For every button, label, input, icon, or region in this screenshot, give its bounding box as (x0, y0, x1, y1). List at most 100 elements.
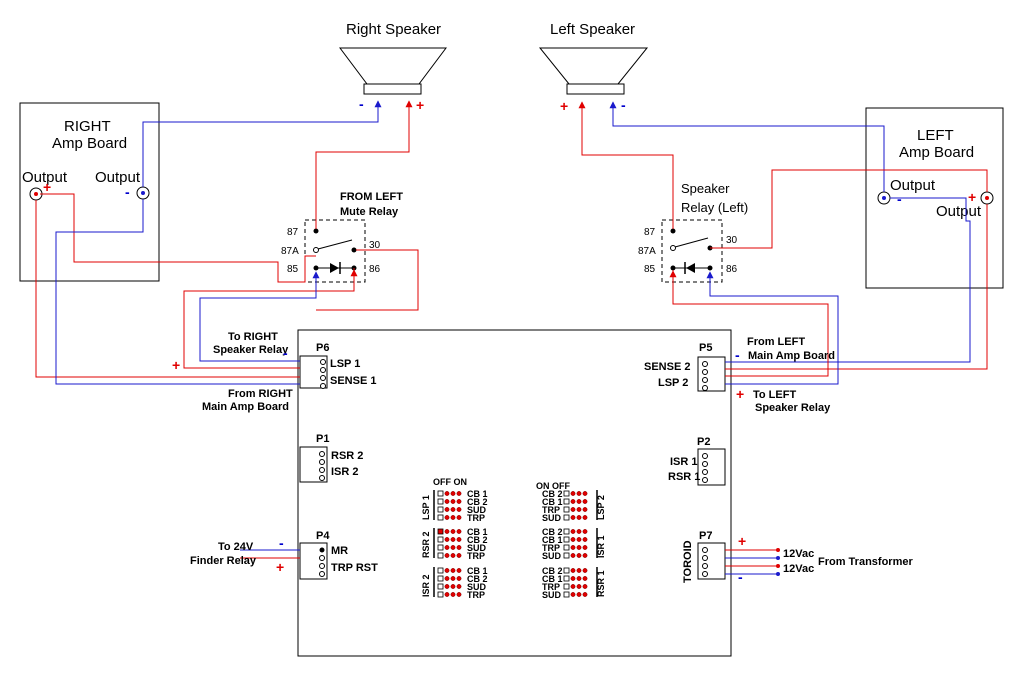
switch-toggle[interactable] (437, 544, 444, 551)
switch-item-label: TRP (542, 582, 560, 592)
switch-toggle[interactable] (437, 528, 444, 535)
right-amp-plus-sign: + (43, 179, 51, 195)
left-amp-minus-sign: - (897, 191, 902, 207)
p6-plus-sign: + (172, 357, 180, 373)
speaker-relay-left: Speaker Relay (Left) 87 87A 85 30 86 (638, 181, 748, 283)
switch-toggle[interactable] (563, 506, 570, 513)
switch-toggle[interactable] (437, 575, 444, 582)
p4-label: P4 (316, 530, 330, 542)
switch-item-label: TRP (542, 543, 560, 553)
left-speaker-plus: + (560, 98, 568, 114)
switch-item-label: CB 1 (467, 566, 488, 576)
connector-p6: P6 LSP 1 SENSE 1 (299, 342, 376, 389)
switch-item-label: CB 1 (542, 497, 563, 507)
p5-minus-sign: - (735, 347, 740, 363)
switch-toggle[interactable] (563, 528, 570, 535)
switch-toggle[interactable] (563, 583, 570, 590)
connector-p5: P5 SENSE 2 LSP 2 (644, 342, 726, 392)
switch-toggle[interactable] (437, 514, 444, 521)
off-on-header: OFF ON (433, 477, 467, 487)
p1-label: P1 (316, 433, 329, 445)
switch-toggle[interactable] (563, 514, 570, 521)
switch-toggle[interactable] (563, 544, 570, 551)
p5-pin-lsp2: LSP 2 (658, 377, 688, 389)
mute-relay-pin-87a: 87A (281, 246, 299, 257)
switch-item-label: CB 2 (467, 535, 488, 545)
mute-relay-pin-86: 86 (369, 264, 381, 275)
switch-toggle[interactable] (437, 552, 444, 559)
left-amp-title-1: LEFT (917, 127, 954, 144)
p5-plus-sign: + (736, 386, 744, 402)
p2-pin-isr1: ISR 1 (670, 456, 698, 468)
switch-toggle[interactable] (563, 490, 570, 497)
switch-toggle[interactable] (563, 498, 570, 505)
switch-toggle[interactable] (563, 536, 570, 543)
switch-toggle[interactable] (437, 567, 444, 574)
to-right-relay-1: To RIGHT (228, 331, 278, 343)
speaker-relay-pin-87: 87 (644, 227, 656, 238)
p4-pin-trp-rst: TRP RST (331, 562, 378, 574)
switch-toggle[interactable] (437, 591, 444, 598)
switch-item-label: CB 2 (542, 489, 563, 499)
switch-item-label: TRP (467, 551, 485, 561)
switch-item-label: CB 2 (467, 497, 488, 507)
switch-bank-name: RSR 2 (421, 531, 431, 558)
connector-p2: P2 ISR 1 RSR 1 (668, 436, 726, 486)
switch-toggle[interactable] (437, 583, 444, 590)
mute-relay-pin-85: 85 (287, 264, 299, 275)
switch-item-label: CB 2 (542, 566, 563, 576)
switch-item-label: TRP (467, 590, 485, 600)
switch-item-label: SUD (467, 582, 487, 592)
speaker-relay-label-1: Speaker (681, 181, 730, 196)
switch-toggle[interactable] (437, 498, 444, 505)
on-off-header: ON OFF (536, 481, 570, 491)
left-speaker: Left Speaker + - (538, 21, 649, 114)
mute-relay: FROM LEFT Mute Relay 87 87A 85 30 86 (281, 191, 403, 283)
left-amp-output-minus-label: Output (890, 177, 936, 194)
right-amp-board: RIGHT Amp Board Output Output + - (19, 102, 160, 282)
vac-2: 12Vac (783, 563, 814, 575)
left-speaker-minus: - (621, 97, 626, 113)
to-left-relay-1: To LEFT (753, 389, 796, 401)
speaker-relay-label-2: Relay (Left) (681, 200, 748, 215)
p6-pin-sense1: SENSE 1 (330, 375, 376, 387)
switch-bank-name: ISR 1 (596, 535, 606, 558)
switch-toggle[interactable] (437, 506, 444, 513)
switch-toggle[interactable] (563, 575, 570, 582)
right-amp-output-minus-label: Output (95, 169, 141, 186)
switch-item-label: TRP (467, 513, 485, 523)
switch-item-label: CB 1 (467, 527, 488, 537)
p5-pin-sense2: SENSE 2 (644, 361, 690, 373)
speaker-relay-pin-86: 86 (726, 264, 738, 275)
right-amp-minus-sign: - (125, 184, 130, 200)
speaker-relay-pin-85: 85 (644, 264, 656, 275)
connector-p1: P1 RSR 2 ISR 2 (299, 433, 363, 483)
right-amp-output-plus-label: Output (22, 169, 68, 186)
switch-item-label: SUD (542, 590, 562, 600)
mute-relay-pin-30: 30 (369, 240, 381, 251)
switch-item-label: CB 1 (467, 489, 488, 499)
switch-toggle[interactable] (437, 536, 444, 543)
speaker-relay-pin-87a: 87A (638, 246, 656, 257)
switch-item-label: CB 1 (542, 535, 563, 545)
switch-item-label: SUD (467, 505, 487, 515)
main-board (297, 329, 732, 657)
connector-p7: P7 TOROID (682, 530, 726, 583)
annotations: To RIGHT Speaker Relay - + From RIGHT Ma… (172, 331, 913, 585)
from-right-amp-2: Main Amp Board (202, 401, 289, 413)
right-speaker-minus: - (359, 96, 364, 112)
switch-toggle[interactable] (563, 552, 570, 559)
switch-bank-name: LSP 2 (596, 495, 606, 520)
switch-toggle[interactable] (437, 490, 444, 497)
switch-toggle[interactable] (563, 567, 570, 574)
switch-item-label: SUD (542, 513, 562, 523)
p2-label: P2 (697, 436, 710, 448)
mute-relay-label-1: FROM LEFT (340, 191, 403, 203)
to-left-relay-2: Speaker Relay (755, 402, 831, 414)
switch-toggle[interactable] (563, 591, 570, 598)
